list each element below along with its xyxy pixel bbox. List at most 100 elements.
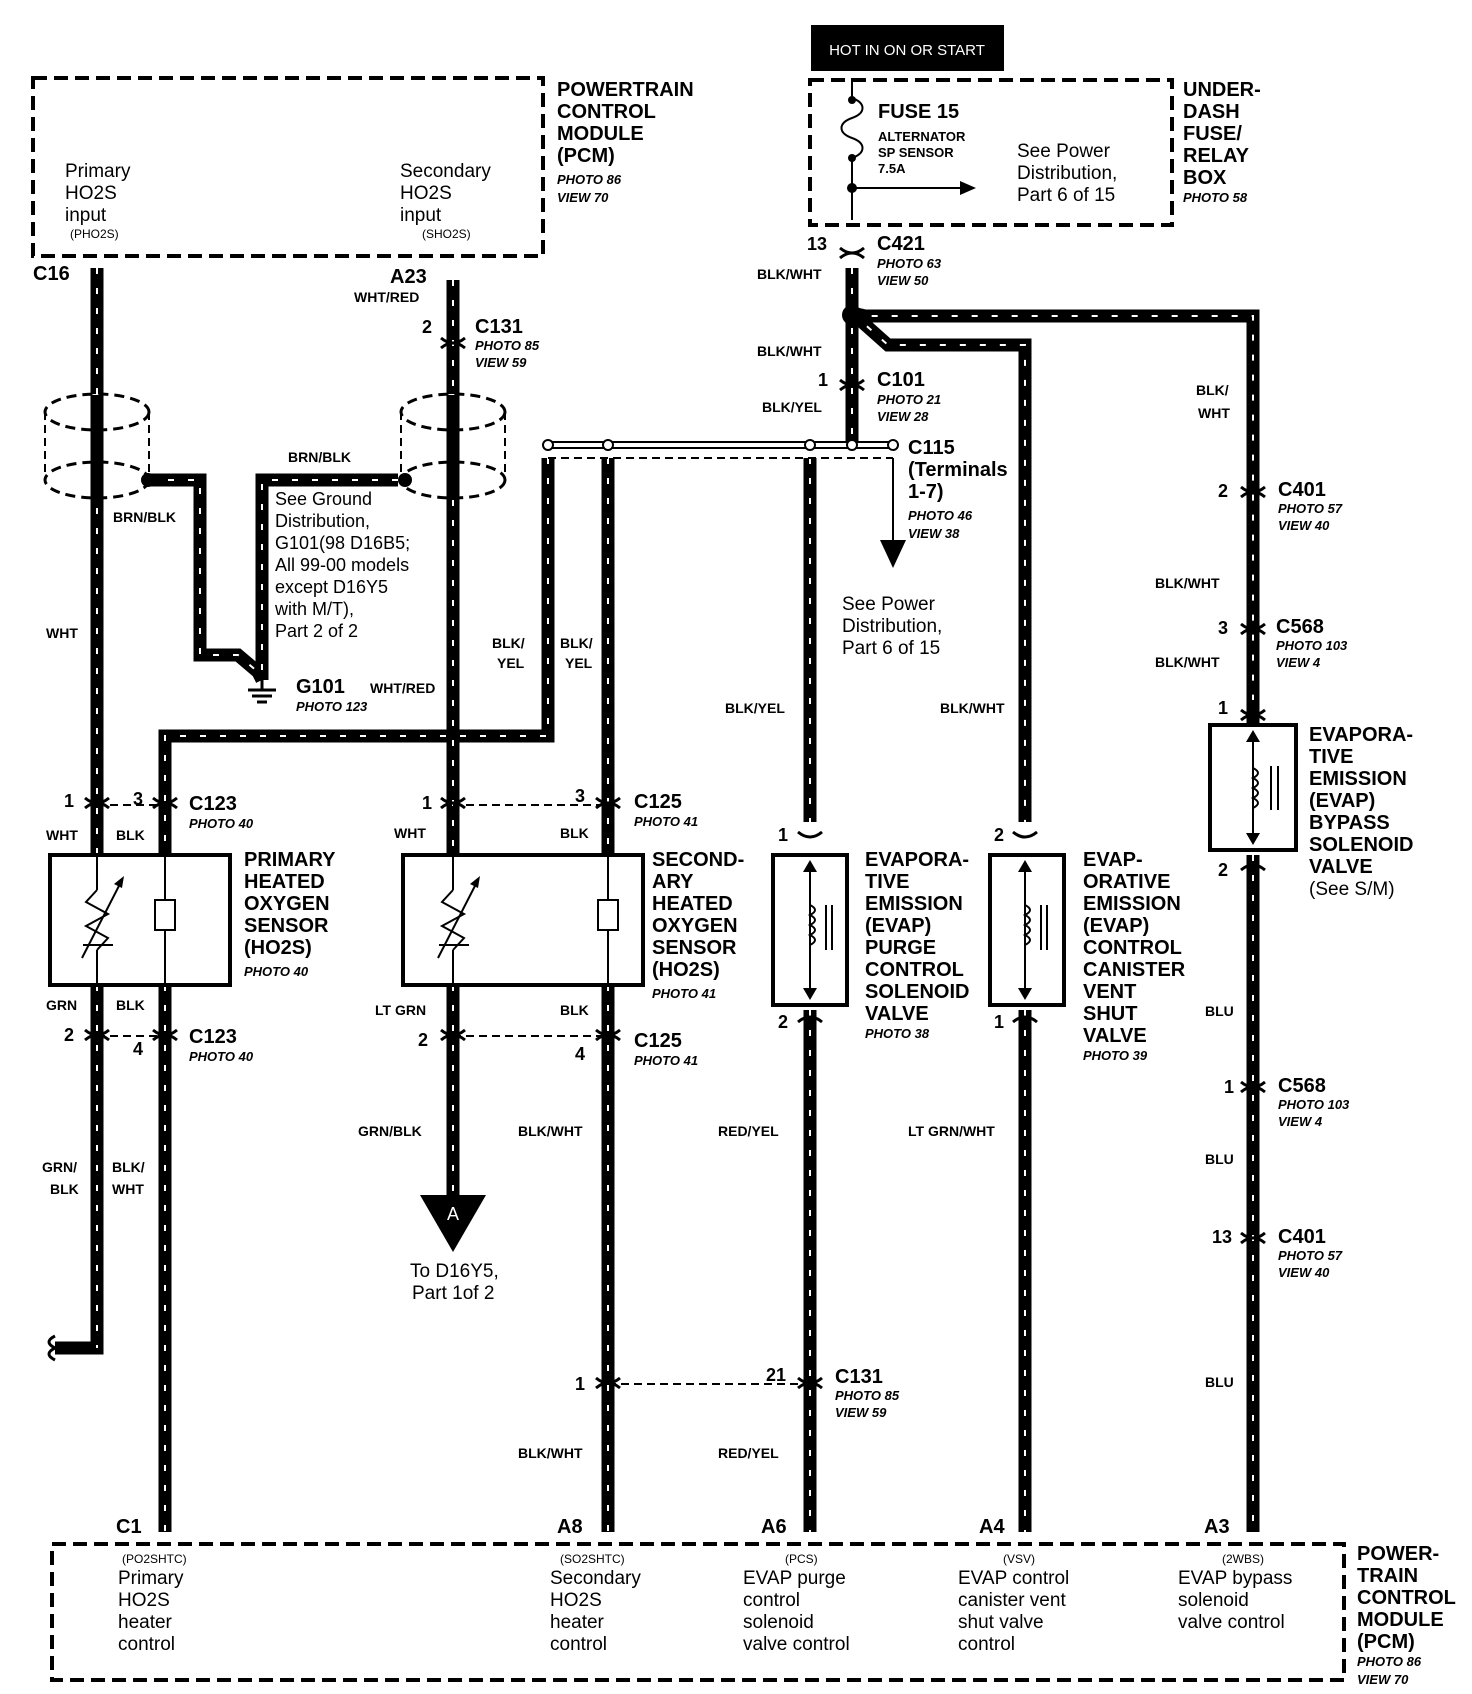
c115-splice-bus: [542, 439, 899, 540]
primary-ho2s-name: PRIMARY HEATED OXYGEN SENSOR (HO2S): [244, 849, 336, 959]
primary-input-label: Primary HO2S input: [65, 161, 131, 226]
pcm-sig-c1: (PO2SHTC): [122, 1552, 187, 1566]
c101-name: C101: [877, 369, 925, 391]
c568-top-name: C568: [1276, 616, 1324, 638]
wire-label-blk-wht-2: BLK/WHT: [757, 343, 822, 359]
wire-label-blk-yel-b1: BLK/: [560, 635, 593, 651]
svg-text:PRIMARY: PRIMARY: [244, 849, 336, 871]
c421-view: VIEW 50: [877, 273, 929, 288]
wire-labels: BLK/WHT BLK/WHT BLK/YEL BLK/ WHT BLK/WHT…: [42, 266, 1234, 1461]
svg-text:HO2S: HO2S: [550, 1590, 602, 1611]
fuse-arrow-right-icon: [852, 181, 976, 195]
wire-label-blk-wht-r1a: BLK/: [1196, 382, 1229, 398]
svg-text:SENSOR: SENSOR: [244, 915, 329, 937]
offpage-a-letter: A: [447, 1204, 459, 1224]
c101-photo: PHOTO 21: [877, 392, 941, 407]
ground-photo: PHOTO 123: [296, 699, 368, 714]
c123-top-photo: PHOTO 40: [189, 816, 254, 831]
c401-bot-view: VIEW 40: [1278, 1265, 1330, 1280]
fuse-box: [808, 78, 1174, 227]
c568-bot-photo: PHOTO 103: [1278, 1097, 1350, 1112]
svg-text:EVAPORA-: EVAPORA-: [865, 849, 969, 871]
svg-text:TIVE: TIVE: [865, 871, 909, 893]
c401-bot-pin: 13: [1212, 1227, 1232, 1247]
pcm-sig-a8: (SO2SHTC): [560, 1552, 625, 1566]
bypass-solenoid-icon: [1246, 730, 1279, 845]
svg-text:Secondary: Secondary: [400, 161, 491, 182]
svg-text:valve control: valve control: [743, 1634, 850, 1655]
svg-text:Part 2 of 2: Part 2 of 2: [275, 621, 358, 641]
svg-text:ARY: ARY: [652, 871, 694, 893]
svg-text:UNDER-: UNDER-: [1183, 79, 1261, 101]
svg-text:Distribution,: Distribution,: [275, 511, 370, 531]
pcm-sig-a6: (PCS): [785, 1552, 818, 1566]
c123-bot-pin2: 2: [64, 1025, 74, 1045]
pcm-top-photo: PHOTO 86: [557, 172, 622, 187]
svg-text:EVAP purge: EVAP purge: [743, 1568, 846, 1589]
wire-label-blk-wht-l2: WHT: [112, 1181, 144, 1197]
c568-top-view: VIEW 4: [1276, 655, 1321, 670]
hot-banner: [811, 25, 1004, 71]
svg-text:PURGE: PURGE: [865, 937, 936, 959]
svg-text:OXYGEN: OXYGEN: [244, 893, 330, 915]
ground-note: See Ground Distribution, G101(98 D16B5; …: [274, 489, 410, 641]
svg-text:EVAP control: EVAP control: [958, 1568, 1069, 1589]
svg-text:POWERTRAIN: POWERTRAIN: [557, 79, 694, 101]
wire-label-blk-c125b: BLK: [560, 1002, 589, 1018]
svg-text:7.5A: 7.5A: [878, 161, 906, 176]
pcm-pin-a4: A4: [979, 1516, 1005, 1538]
vent-valve-name: EVAP- ORATIVE EMISSION (EVAP) CONTROL CA…: [1083, 849, 1186, 1047]
pcm-pin-a8: A8: [557, 1516, 583, 1538]
hot-banner-text: HOT IN ON OR START: [829, 42, 985, 59]
wire-label-blk-wht-r1b: WHT: [1198, 405, 1230, 421]
secondary-ho2s-sensor-icon: [437, 855, 619, 985]
svg-text:HO2S: HO2S: [118, 1590, 170, 1611]
svg-text:control: control: [118, 1634, 175, 1655]
svg-text:OXYGEN: OXYGEN: [652, 915, 738, 937]
pcm-bottom-box: [50, 1542, 1346, 1682]
svg-text:input: input: [400, 205, 442, 226]
wire-label-blk-yel-a2: YEL: [497, 655, 525, 671]
pcm-top-title: POWERTRAIN CONTROL MODULE (PCM): [557, 79, 694, 167]
offpage-a-icon: [420, 1195, 486, 1252]
see-power-mid: See Power Distribution, Part 6 of 15: [842, 594, 942, 659]
pcm-label-a6: EVAP purge control solenoid valve contro…: [743, 1568, 850, 1655]
wire-label-blk-wht-l1: BLK/: [112, 1159, 145, 1175]
wire-label-ltgrn-c125: LT GRN: [375, 1002, 426, 1018]
svg-text:(HO2S): (HO2S): [244, 937, 312, 959]
wire-label-wht-left: WHT: [46, 625, 78, 641]
wire-label-lt-grn-wht: LT GRN/WHT: [908, 1123, 995, 1139]
shield-left-icon: [43, 392, 155, 500]
pcm-label-c1: Primary HO2S heater control: [118, 1568, 184, 1655]
c131-top-photo: PHOTO 85: [475, 338, 540, 353]
bypass-pin-top: 1: [1218, 698, 1228, 718]
svg-text:CONTROL: CONTROL: [1083, 937, 1182, 959]
c568-top-photo: PHOTO 103: [1276, 638, 1348, 653]
wire-label-wht-red-2: WHT/RED: [370, 680, 435, 696]
svg-text:HEATED: HEATED: [244, 871, 325, 893]
primary-ho2s-sensor-icon: [81, 855, 176, 985]
pcm-bottom-title: POWER- TRAIN CONTROL MODULE (PCM): [1357, 1543, 1456, 1653]
pcm-pin-c1: C1: [116, 1516, 142, 1538]
svg-text:EVAP-: EVAP-: [1083, 849, 1143, 871]
svg-text:SP SENSOR: SP SENSOR: [878, 145, 954, 160]
wire-label-blk-wht-r2: BLK/WHT: [1155, 575, 1220, 591]
wire-label-grn-blk-l1: GRN/: [42, 1159, 77, 1175]
svg-text:VALVE: VALVE: [1309, 856, 1373, 878]
svg-text:See Power: See Power: [842, 594, 936, 615]
c401-top-name: C401: [1278, 479, 1326, 501]
c101-pin: 1: [818, 370, 828, 390]
wire-label-red-yel-2: RED/YEL: [718, 1445, 779, 1461]
svg-text:canister vent: canister vent: [958, 1590, 1066, 1611]
shield-center-icon: [398, 392, 507, 500]
svg-text:CONTROL: CONTROL: [557, 101, 656, 123]
c131-top-name: C131: [475, 316, 523, 338]
svg-text:HEATED: HEATED: [652, 893, 733, 915]
wire-label-blk-yel-b2: YEL: [565, 655, 593, 671]
c125-bot-photo: PHOTO 41: [634, 1053, 698, 1068]
svg-text:TRAIN: TRAIN: [1357, 1565, 1418, 1587]
c125-top-pin1: 1: [422, 793, 432, 813]
wire-label-blu-3: BLU: [1205, 1374, 1234, 1390]
wire-label-blk-yel-1: BLK/YEL: [762, 399, 822, 415]
svg-text:SOLENOID: SOLENOID: [865, 981, 969, 1003]
